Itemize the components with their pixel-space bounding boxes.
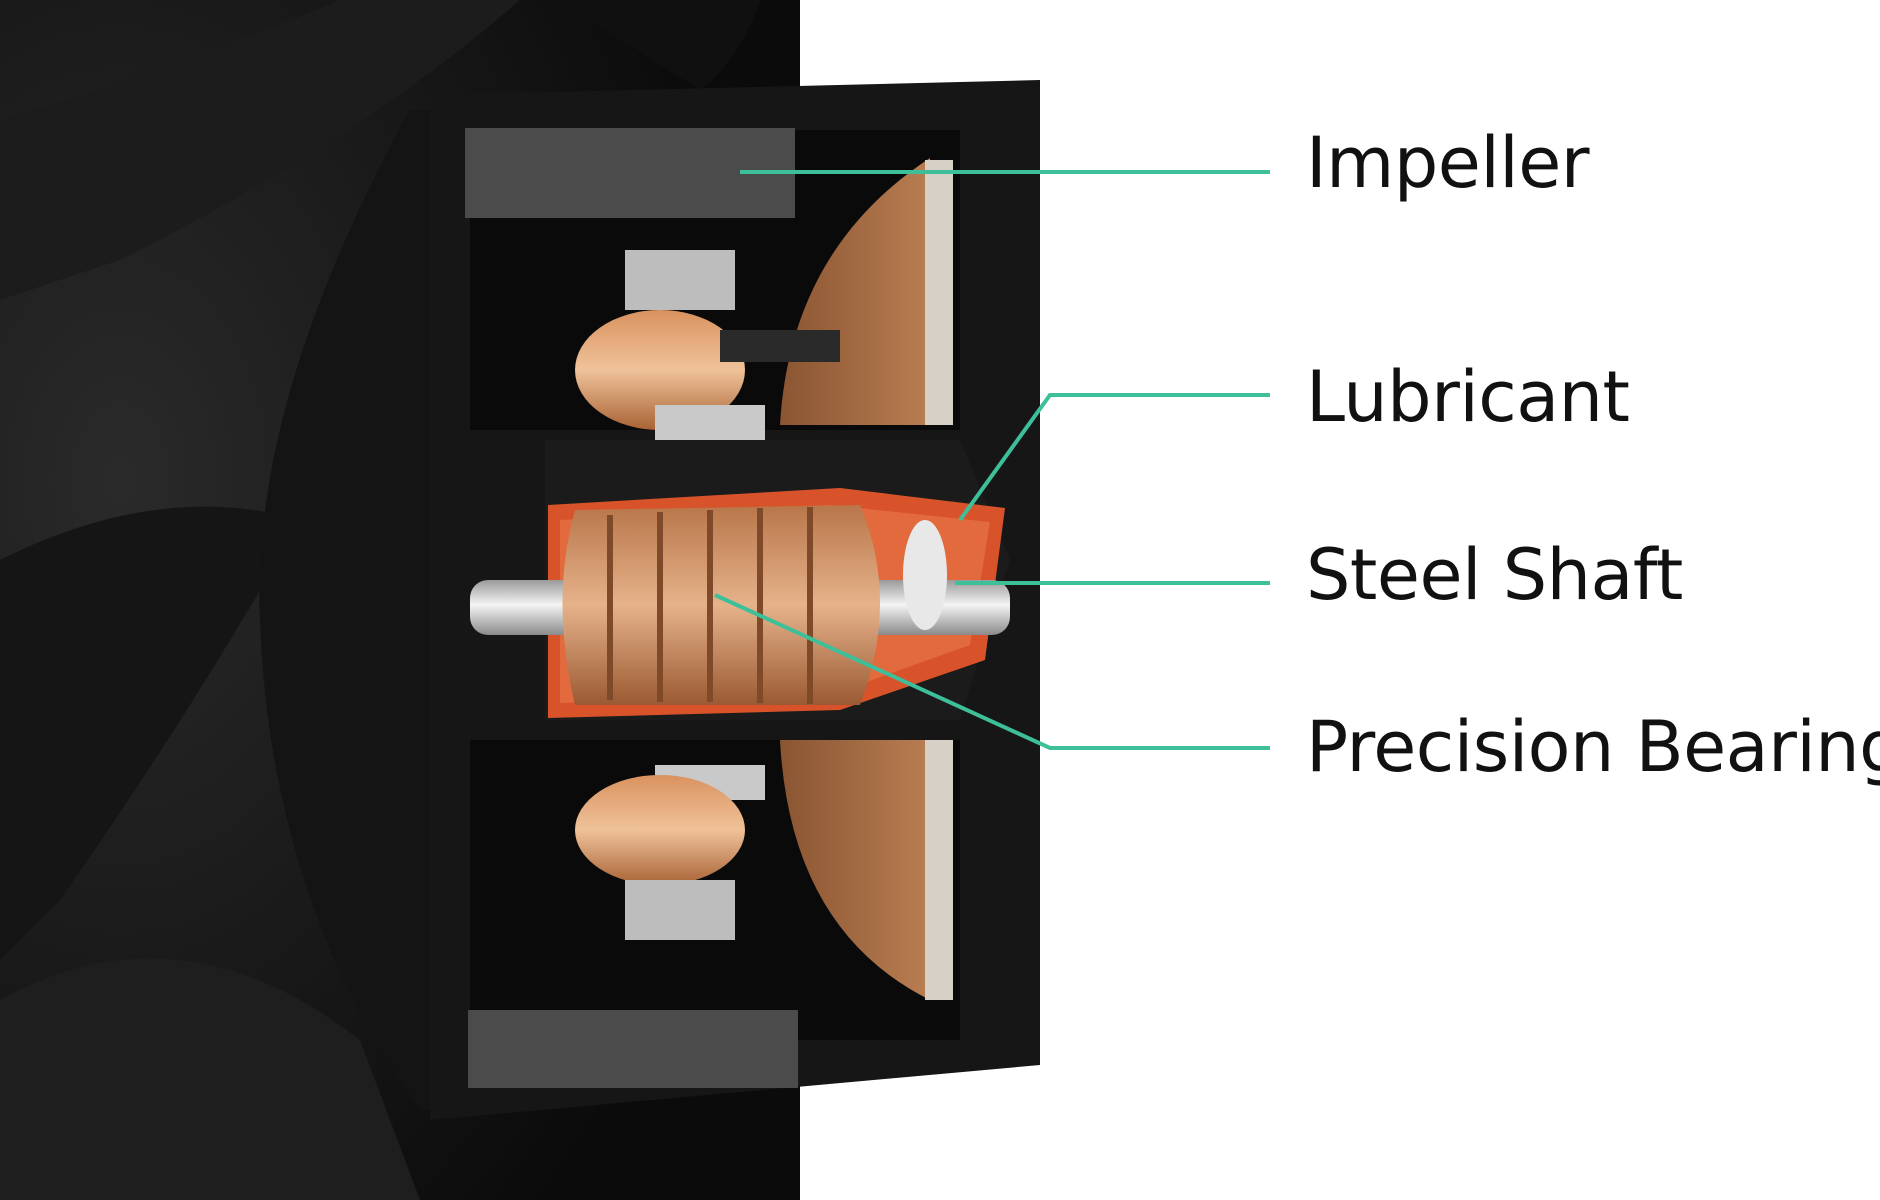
stator-coil-bottom bbox=[575, 765, 765, 940]
hub-disc bbox=[780, 158, 953, 1000]
hub-dome bbox=[259, 110, 470, 1110]
label-lubricant: Lubricant bbox=[1306, 356, 1630, 438]
shaft-washer bbox=[903, 520, 947, 630]
leader-line-precision-bearing bbox=[714, 593, 1270, 750]
label-precision-bearing: Precision Bearing bbox=[1306, 706, 1880, 788]
impeller-magnet-bottom bbox=[468, 1010, 798, 1088]
leader-line-lubricant bbox=[958, 393, 1270, 522]
label-impeller: Impeller bbox=[1306, 122, 1590, 204]
leader-lines bbox=[714, 170, 1270, 750]
precision-bearing bbox=[562, 505, 880, 705]
stator-coil-top bbox=[575, 250, 840, 440]
label-steel-shaft: Steel Shaft bbox=[1306, 534, 1683, 616]
